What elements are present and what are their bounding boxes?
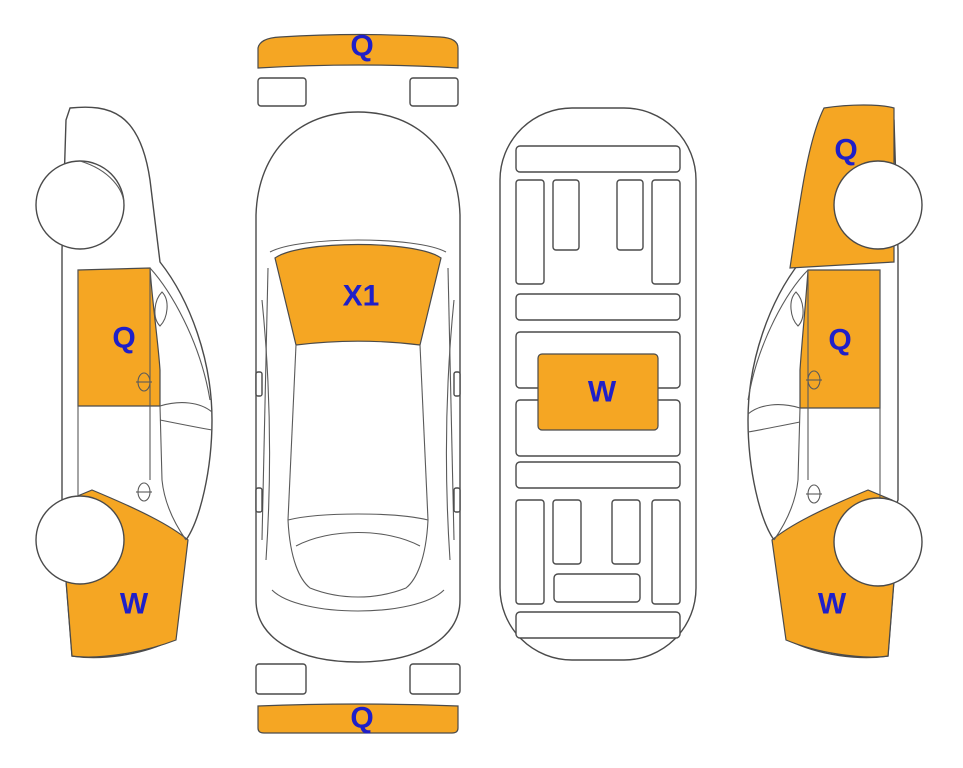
underside-view: W [499,107,697,661]
right-front-fender-code: Q [834,134,857,167]
front-right-light [409,77,459,107]
rear-left-light [255,663,307,695]
rear-bumper[interactable] [257,703,459,734]
top-view: Q Q X1 [255,30,461,735]
left-front-wheel [35,160,125,250]
top-view-body [255,111,461,663]
front-bumper[interactable] [257,33,459,69]
left-rear-quarter-code: W [120,588,149,621]
floor-pan-code: W [588,376,617,409]
right-rear-quarter-code: W [818,588,847,621]
left-front-door-code: Q [112,322,135,355]
left-rear-wheel [35,495,125,585]
right-side-view: Q Q W [747,104,923,659]
floor-pan[interactable] [537,353,659,431]
right-front-door-code: Q [828,324,851,357]
front-bumper-code: Q [350,30,373,63]
rear-bumper-code: Q [350,702,373,735]
right-front-wheel [833,160,923,250]
windshield-code: X1 [343,280,380,313]
rear-right-light [409,663,461,695]
right-rear-wheel [833,497,923,587]
left-side-view: Q W [35,106,213,659]
windshield[interactable] [274,243,442,346]
right-front-door[interactable] [799,269,881,409]
front-left-light [257,77,307,107]
